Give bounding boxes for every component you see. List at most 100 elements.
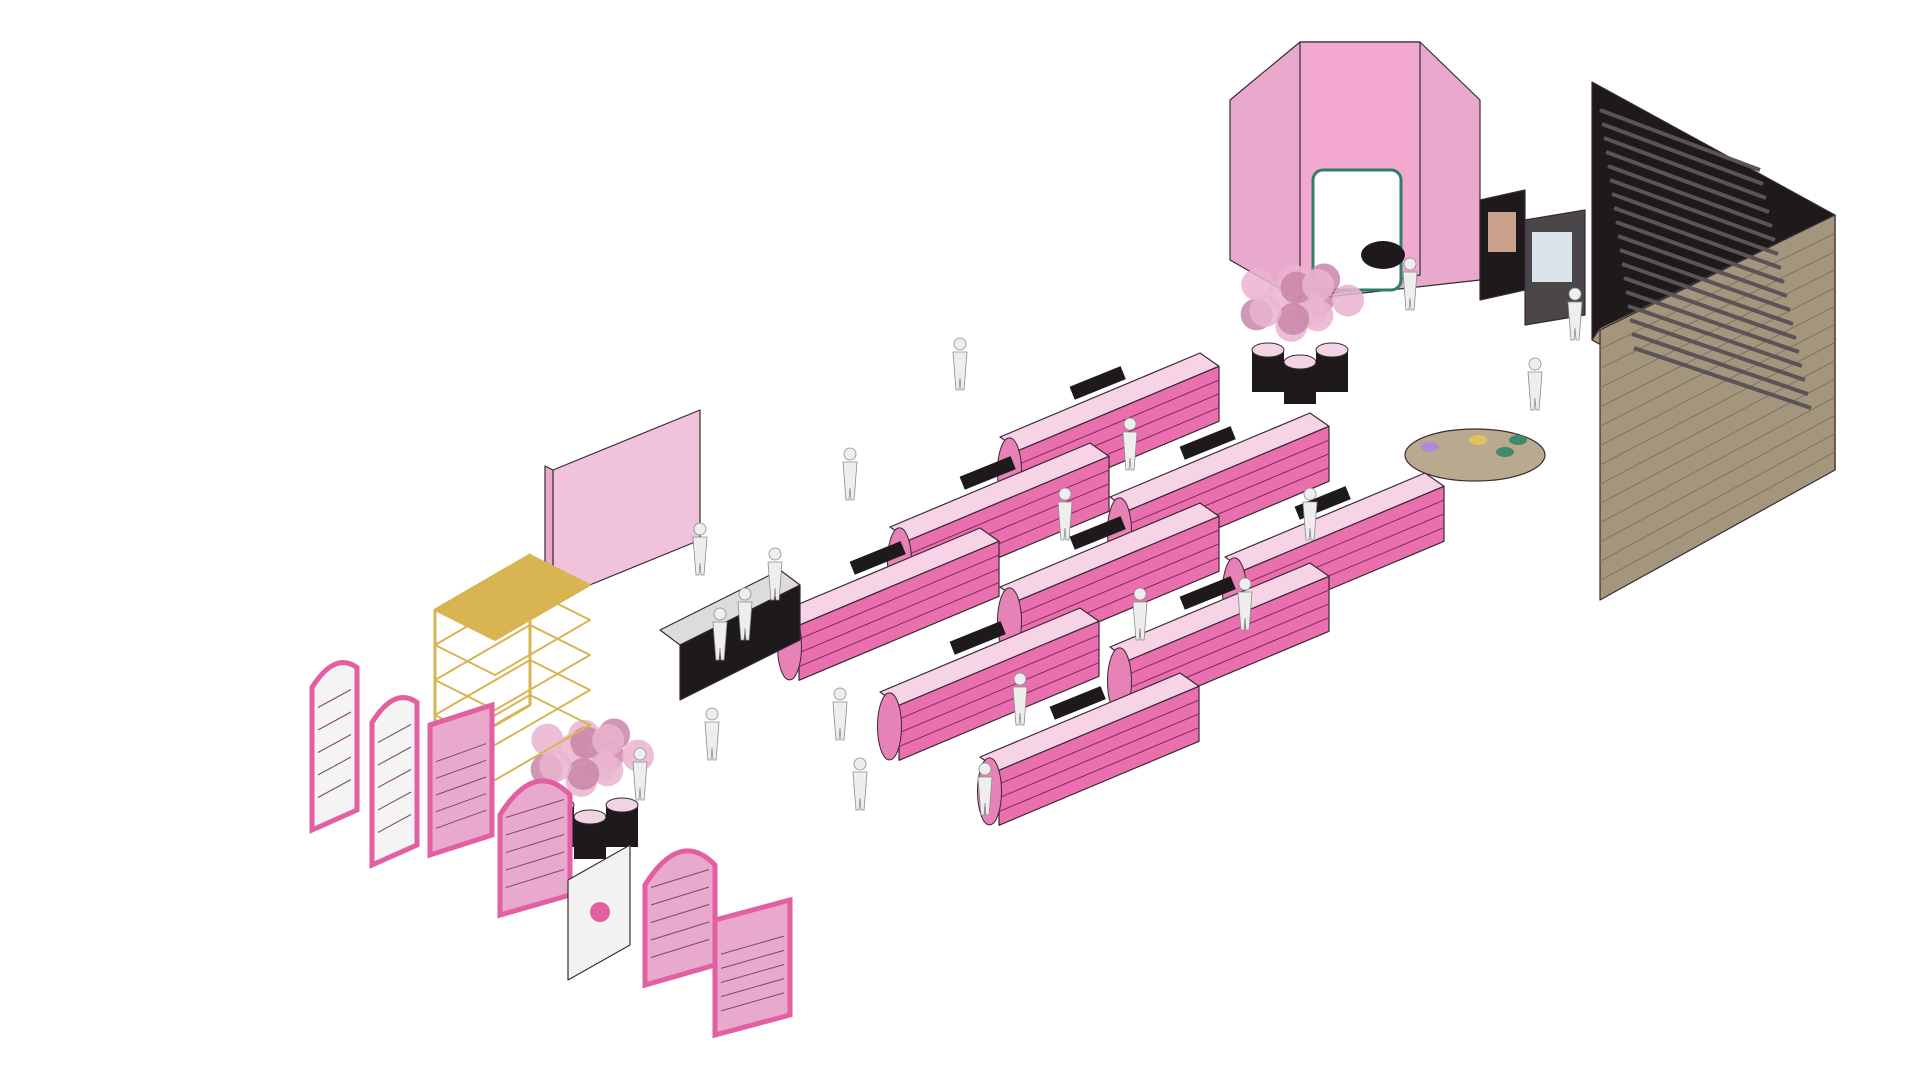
visitor-figures xyxy=(632,257,1583,816)
slat-wall-front xyxy=(1599,214,1836,601)
figure-head xyxy=(853,757,867,771)
wood-slat xyxy=(1599,414,1836,543)
shelf-unit-elevation xyxy=(497,778,573,919)
gondola-shelf xyxy=(898,662,1100,748)
elevation-panel xyxy=(712,896,793,1039)
slat-shadow xyxy=(1625,290,1800,354)
counter-front xyxy=(679,584,801,701)
figure-body xyxy=(1122,431,1138,471)
figure-head xyxy=(1013,672,1027,686)
vending-window xyxy=(1532,232,1572,282)
visitor-figure xyxy=(852,757,868,811)
figure-body xyxy=(704,721,720,761)
figure-head xyxy=(633,747,647,761)
visitor-figure xyxy=(692,522,708,576)
elevation-panel xyxy=(427,701,495,859)
figure-body xyxy=(1302,501,1318,541)
gold-shelf xyxy=(434,624,591,711)
elevation-shelf xyxy=(720,935,785,955)
display-pods xyxy=(530,263,1364,859)
figure-body xyxy=(1237,591,1253,631)
visitor-figure xyxy=(1567,287,1583,341)
visitor-figure xyxy=(1012,672,1028,726)
figure-body xyxy=(977,776,993,816)
wood-slat xyxy=(1599,232,1836,350)
slat-shadow xyxy=(1617,234,1788,298)
lounge-area xyxy=(1404,428,1546,482)
elevation-shelf xyxy=(505,799,565,818)
figure-head xyxy=(1403,257,1417,271)
colour-puck xyxy=(1421,442,1439,452)
visitor-figure xyxy=(712,607,728,661)
slat-shadow xyxy=(1623,276,1797,340)
elevation-shelf xyxy=(505,816,565,836)
elevation-panel xyxy=(497,778,573,919)
wood-slat xyxy=(1599,451,1836,582)
wood-slat xyxy=(1599,287,1836,408)
cabinet-knob xyxy=(590,902,610,922)
gondola-shelf xyxy=(798,582,1000,668)
elevation-shelf xyxy=(650,869,710,888)
elevation-shelf xyxy=(505,851,565,871)
vending-window xyxy=(1488,212,1516,252)
elevation-panel xyxy=(642,848,718,989)
slat-shadow xyxy=(1613,206,1782,270)
gondola-shelf xyxy=(898,648,1100,734)
pod-drum-top xyxy=(605,797,639,813)
figure-head xyxy=(1303,487,1317,501)
elevation-shelf xyxy=(720,964,785,983)
colour-puck xyxy=(1496,447,1514,457)
figure-head xyxy=(978,762,992,776)
figure-head xyxy=(693,522,707,536)
figure-body xyxy=(692,536,708,576)
figure-head xyxy=(705,707,719,721)
visitor-figure xyxy=(977,762,993,816)
gold-shelf xyxy=(434,554,591,641)
elevation-shelf xyxy=(435,809,487,829)
slat-shadow xyxy=(1611,192,1779,256)
wood-slat xyxy=(1599,305,1836,427)
visitor-figure xyxy=(1527,357,1543,411)
slat-shadow xyxy=(1605,150,1770,214)
blossom-cluster xyxy=(1249,294,1282,327)
visitor-figure xyxy=(737,587,753,641)
shelf-unit-elevation xyxy=(427,701,495,859)
back-wall xyxy=(544,409,701,601)
elevation-shelf xyxy=(505,834,565,853)
fitting-room-tower xyxy=(1229,41,1481,301)
slat-shadow xyxy=(1609,178,1776,242)
visitor-figure xyxy=(1057,487,1073,541)
gondola-shelf xyxy=(908,469,1110,555)
elevation-shelf xyxy=(720,978,785,998)
visitor-figure xyxy=(1302,487,1318,541)
blossom-pod-front xyxy=(530,718,654,859)
visitor-figure xyxy=(767,547,783,601)
slat-shadow xyxy=(1621,262,1794,326)
elevation-shelf xyxy=(377,769,412,788)
gondola-header-sign xyxy=(1179,576,1236,610)
visitor-figure xyxy=(704,707,720,761)
wood-slat xyxy=(1599,396,1836,524)
colour-puck xyxy=(1509,435,1527,445)
figure-head xyxy=(833,687,847,701)
visitor-figure xyxy=(832,687,848,741)
figure-body xyxy=(1012,686,1028,726)
visitor-figure xyxy=(842,447,858,501)
blossom-cluster xyxy=(567,758,600,791)
gondola-shelf xyxy=(898,634,1100,720)
wood-slat xyxy=(1599,378,1836,505)
mirror-panel xyxy=(309,660,360,834)
gondola-header-sign xyxy=(1179,426,1236,460)
gondola-header-sign xyxy=(949,621,1006,655)
visitor-figure xyxy=(952,337,968,391)
elevation-shelf xyxy=(377,746,412,766)
slat-shadow xyxy=(1631,332,1809,396)
gondola-header-sign xyxy=(1069,516,1126,550)
slat-shadow xyxy=(1607,164,1773,228)
blossom-pod-back xyxy=(1240,263,1364,404)
shelf-unit-elevation xyxy=(712,896,793,1039)
gondola-shelf xyxy=(1018,529,1220,615)
slat-shadow xyxy=(1619,248,1791,312)
slat-shadow xyxy=(1627,304,1803,368)
